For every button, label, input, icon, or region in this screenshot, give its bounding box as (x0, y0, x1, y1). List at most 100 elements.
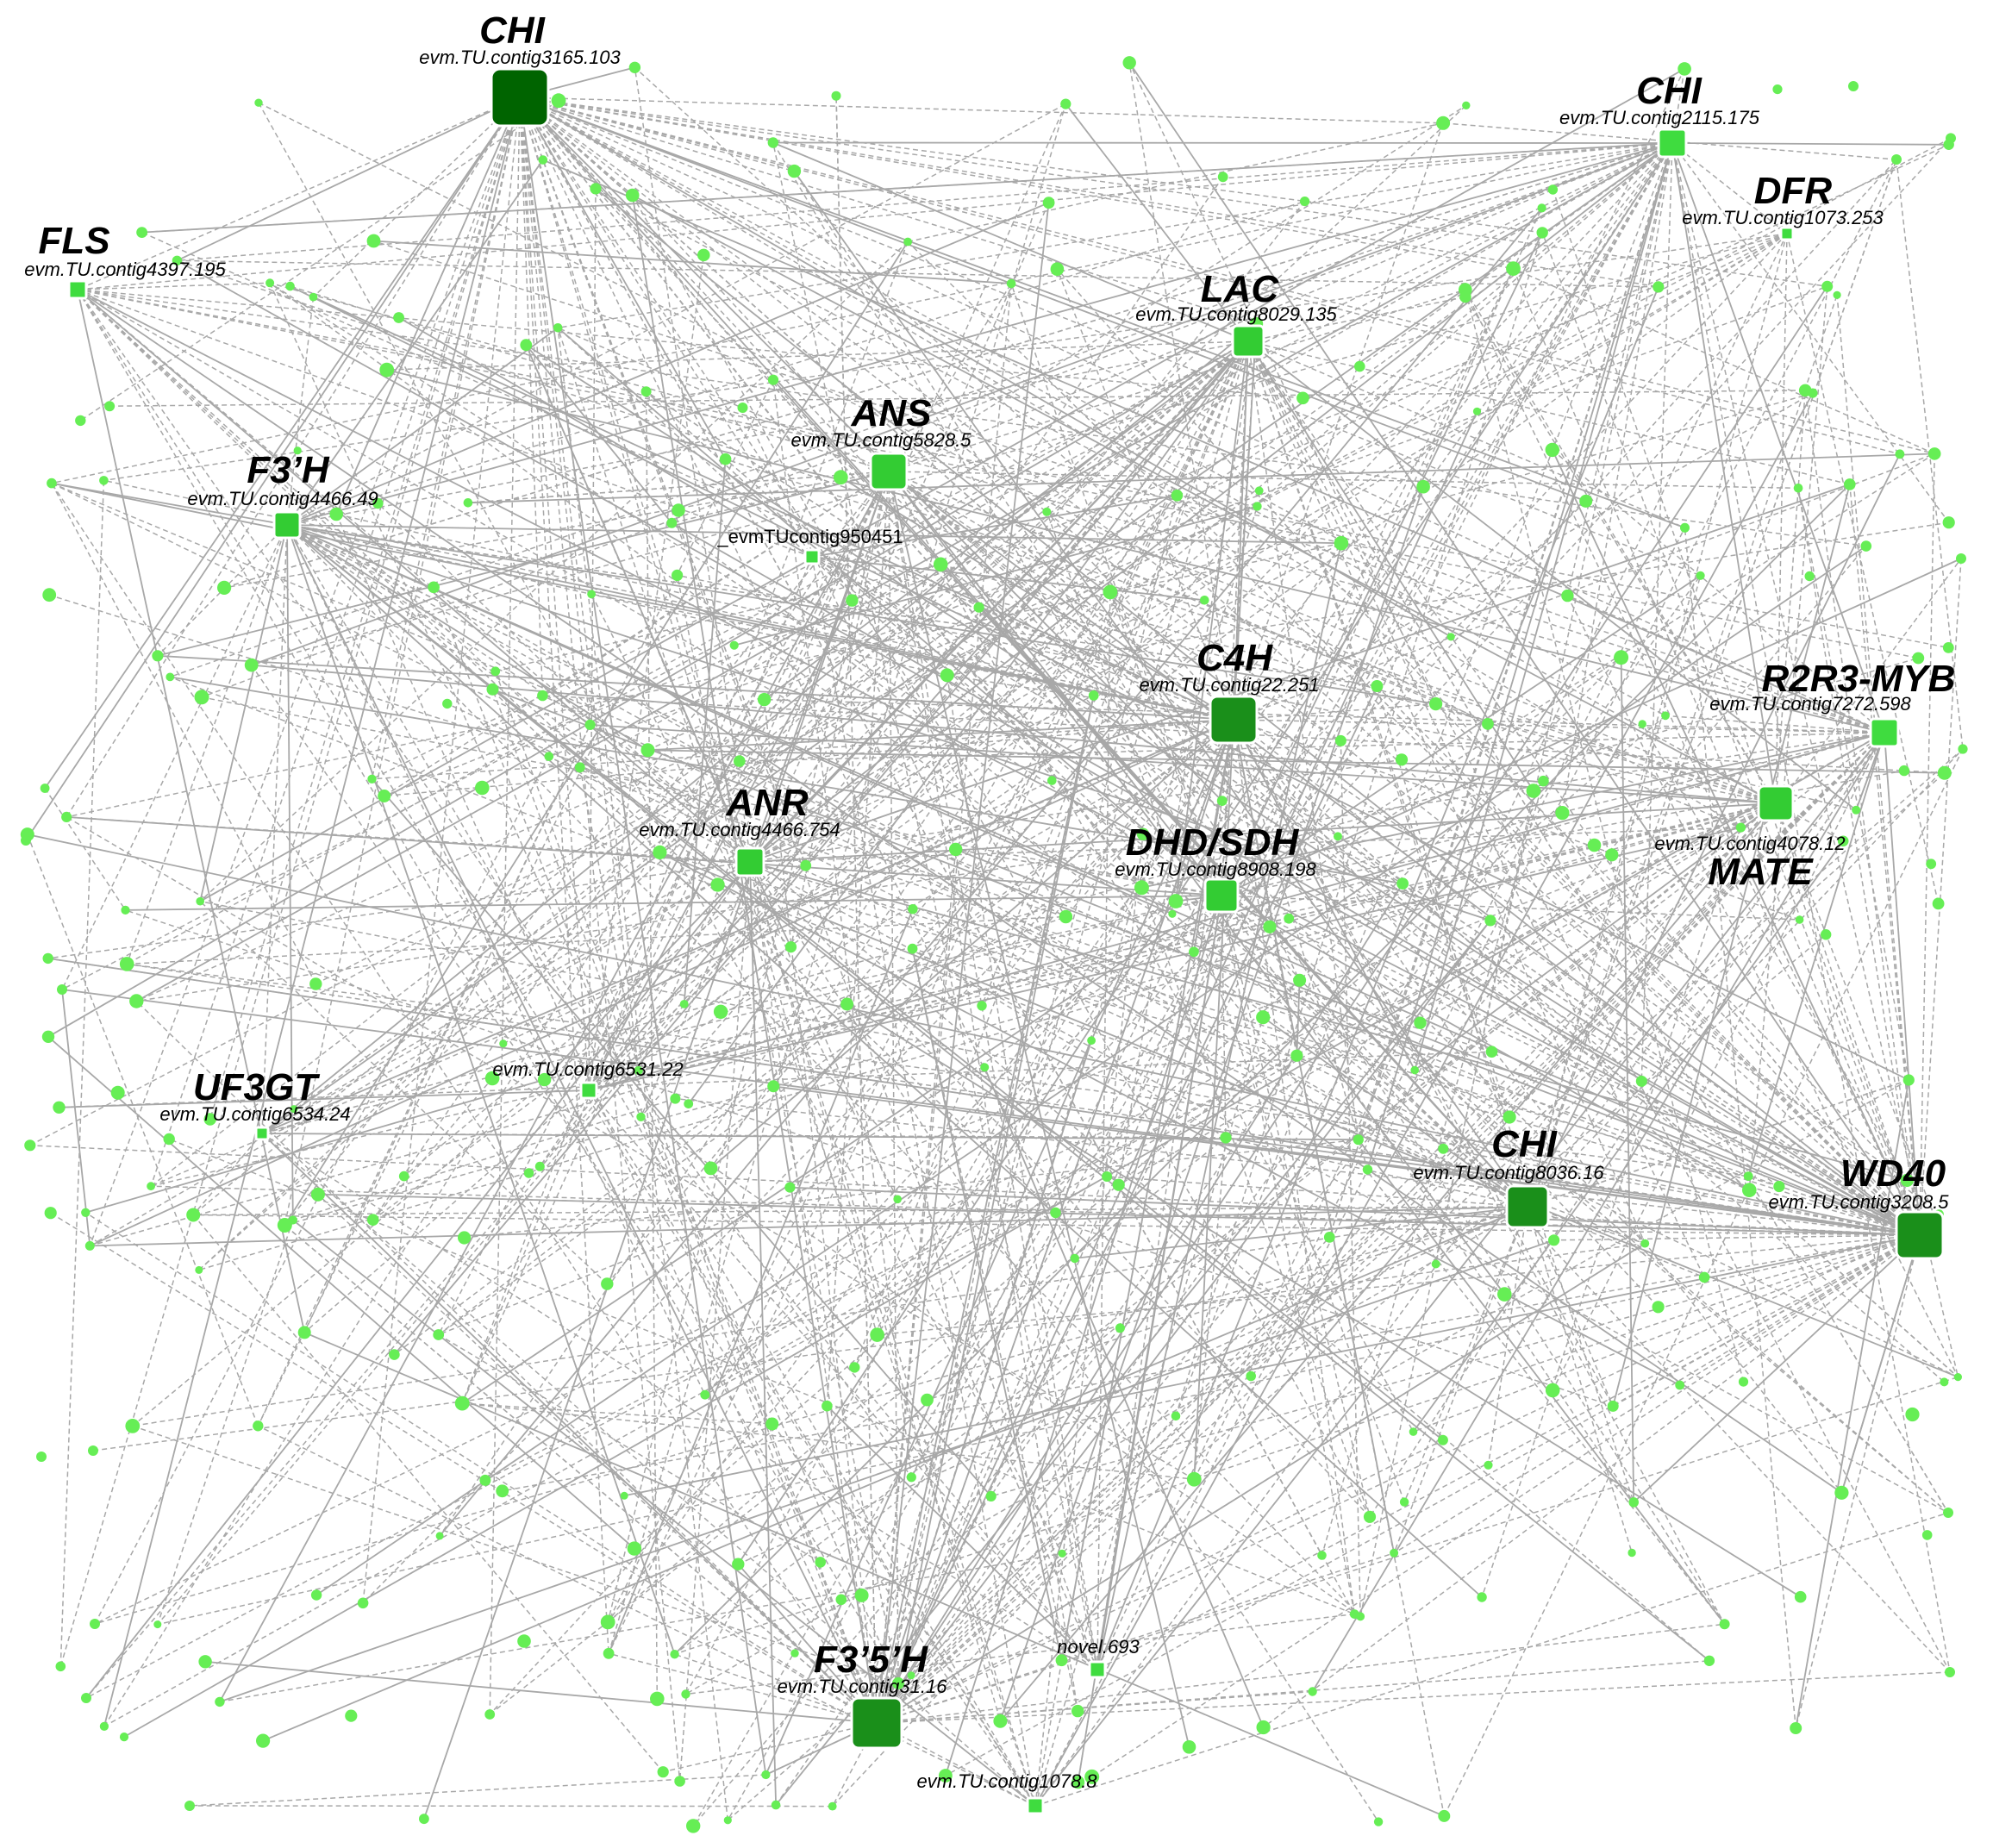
network-node[interactable] (893, 1195, 902, 1204)
network-node[interactable] (1943, 1508, 1953, 1518)
network-node[interactable] (1042, 507, 1052, 516)
hub-node-fls[interactable]: FLS evm.TU.contig4397.195 (24, 220, 227, 300)
network-node[interactable] (1555, 806, 1570, 821)
network-node[interactable] (870, 1327, 884, 1342)
network-node[interactable] (674, 1776, 685, 1787)
hub-node-chi-2115[interactable]: CHI evm.TU.contig2115.175 (1559, 70, 1760, 159)
network-node[interactable] (367, 774, 377, 784)
network-node[interactable] (172, 255, 183, 265)
network-node[interactable] (1900, 1173, 1914, 1187)
network-node[interactable] (1371, 680, 1384, 692)
network-node[interactable] (1112, 1178, 1125, 1191)
network-node[interactable] (1059, 909, 1073, 924)
network-node[interactable] (75, 415, 86, 427)
network-node[interactable] (1390, 1548, 1399, 1558)
network-node[interactable] (1614, 650, 1629, 665)
network-node[interactable] (196, 896, 204, 906)
network-node[interactable] (1548, 1234, 1560, 1246)
network-node[interactable] (297, 1326, 311, 1339)
network-node[interactable] (767, 137, 778, 148)
network-node[interactable] (907, 943, 918, 954)
network-node[interactable] (1538, 775, 1549, 787)
network-node[interactable] (628, 61, 641, 74)
network-node[interactable] (784, 941, 797, 953)
network-node[interactable] (1743, 1171, 1753, 1181)
hub-node-r2r3-myb[interactable]: R2R3-MYB evm.TU.contig7272.598 (1709, 658, 1955, 748)
network-node[interactable] (1253, 502, 1262, 511)
network-node[interactable] (1735, 822, 1746, 833)
hub-node-novel-693[interactable]: novel.693 (1057, 1636, 1140, 1679)
network-node[interactable] (1410, 1065, 1419, 1075)
network-node[interactable] (1484, 915, 1496, 927)
network-node[interactable] (734, 755, 746, 767)
network-node[interactable] (119, 1732, 129, 1742)
network-node[interactable] (723, 1816, 732, 1825)
network-node[interactable] (1958, 744, 1968, 754)
network-node[interactable] (1793, 484, 1803, 493)
hub-square[interactable] (1657, 128, 1688, 159)
network-node[interactable] (1087, 1036, 1096, 1046)
network-node[interactable] (1956, 553, 1966, 564)
hub-node-ans[interactable]: ANS evm.TU.contig5828.5 (790, 392, 972, 491)
network-node[interactable] (253, 1420, 264, 1432)
network-node[interactable] (757, 692, 772, 707)
network-node[interactable] (1675, 1380, 1685, 1390)
network-node[interactable] (1677, 62, 1691, 76)
network-node[interactable] (310, 1589, 322, 1601)
network-node[interactable] (1661, 711, 1670, 721)
hub-node-chi-3165[interactable]: CHI evm.TU.contig3165.103 (419, 9, 622, 128)
network-node[interactable] (55, 1661, 66, 1672)
network-node[interactable] (1537, 203, 1546, 213)
network-node[interactable] (366, 1214, 379, 1226)
hub-square[interactable] (850, 1696, 903, 1750)
network-node[interactable] (458, 1231, 472, 1245)
network-node[interactable] (627, 1541, 642, 1556)
network-node[interactable] (703, 1161, 718, 1176)
network-node[interactable] (490, 666, 501, 677)
network-node[interactable] (1395, 753, 1409, 766)
network-node[interactable] (1738, 1377, 1749, 1387)
network-node[interactable] (1438, 1809, 1451, 1822)
network-node[interactable] (523, 1168, 534, 1178)
network-node[interactable] (99, 476, 109, 485)
network-node[interactable] (1071, 1776, 1085, 1789)
network-node[interactable] (800, 859, 812, 871)
network-node[interactable] (650, 1691, 665, 1707)
network-node[interactable] (892, 1676, 904, 1689)
network-node[interactable] (1256, 1720, 1271, 1735)
hub-square[interactable] (1209, 695, 1259, 745)
network-node[interactable] (940, 668, 954, 683)
network-node[interactable] (551, 93, 566, 109)
network-node[interactable] (1547, 184, 1559, 195)
network-node[interactable] (1042, 197, 1055, 209)
network-node[interactable] (41, 1030, 55, 1044)
hub-square[interactable] (1203, 877, 1240, 914)
network-node[interactable] (44, 1207, 57, 1220)
hub-square[interactable] (1869, 717, 1900, 748)
network-node[interactable] (285, 281, 295, 291)
network-node[interactable] (1438, 1143, 1449, 1154)
network-node[interactable] (1356, 1612, 1365, 1621)
network-node[interactable] (1790, 1722, 1802, 1734)
network-node[interactable] (1635, 1075, 1647, 1087)
network-node[interactable] (254, 98, 263, 107)
network-node[interactable] (1484, 1460, 1493, 1470)
network-node[interactable] (729, 640, 739, 650)
network-node[interactable] (121, 905, 130, 915)
network-node[interactable] (277, 1218, 292, 1233)
hub-square[interactable] (1231, 324, 1265, 359)
network-node[interactable] (184, 1801, 195, 1811)
network-node[interactable] (1182, 1740, 1196, 1754)
network-node[interactable] (1834, 1485, 1849, 1500)
network-node[interactable] (1526, 784, 1541, 798)
network-node[interactable] (1945, 1667, 1955, 1677)
network-node[interactable] (1168, 909, 1177, 918)
network-node[interactable] (186, 1208, 201, 1222)
network-node[interactable] (1459, 290, 1471, 303)
network-node[interactable] (1436, 116, 1451, 130)
hub-square[interactable] (579, 1081, 598, 1100)
network-node[interactable] (600, 1614, 615, 1630)
network-node[interactable] (672, 569, 684, 582)
network-node[interactable] (921, 1393, 934, 1407)
network-node[interactable] (1353, 1134, 1364, 1146)
